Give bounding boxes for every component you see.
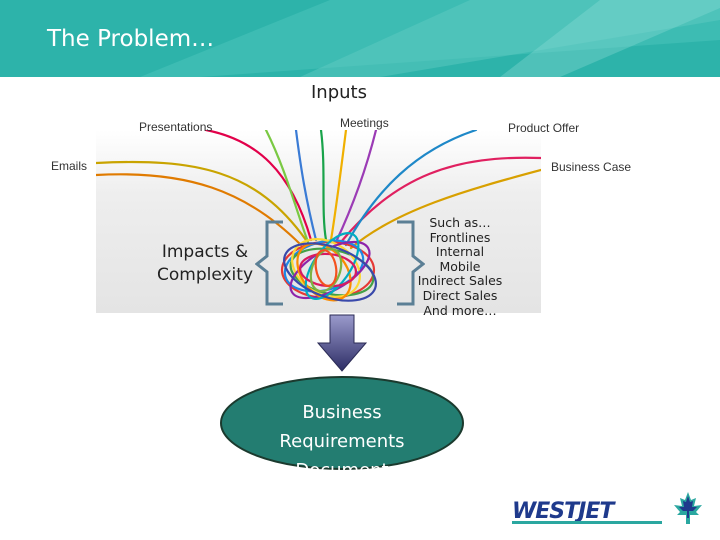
westjet-logo-graphic: WESTJET (512, 492, 702, 524)
examples-line: Direct Sales (422, 287, 498, 303)
down-arrow-icon (316, 314, 368, 372)
result-oval (220, 376, 464, 470)
slide-title: The Problem… (47, 26, 215, 52)
examples-list: Such as… Frontlines Internal Mobile Indi… (413, 215, 507, 318)
examples-line: Such as… (429, 215, 491, 230)
input-presentations: Presentations (139, 120, 213, 134)
input-emails: Emails (51, 159, 88, 173)
svg-text:WESTJET: WESTJET (512, 499, 616, 524)
header-band: The Problem… (0, 0, 720, 77)
maple-leaf-icon (674, 492, 702, 524)
input-business-case: Business Case (551, 160, 632, 174)
result-line: Business (302, 402, 382, 423)
result-line: Requirements (279, 431, 405, 452)
impacts-line: Complexity (156, 265, 253, 285)
impacts-label: Impacts & Complexity (150, 241, 260, 287)
examples-line: Indirect Sales (417, 273, 503, 289)
impacts-line: Impacts & (161, 242, 249, 262)
examples-line: Internal (435, 244, 485, 260)
examples-line: Frontlines (429, 229, 491, 245)
knot-brackets (255, 220, 425, 306)
input-product-offer: Product Offer (508, 121, 580, 135)
result-label: Business Requirements Document (222, 398, 462, 485)
examples-line: And more… (423, 302, 497, 318)
westjet-logo: WESTJET (510, 490, 710, 534)
inputs-heading: Inputs (311, 82, 367, 103)
tangle-illustration (96, 130, 541, 313)
input-meetings: Meetings (340, 116, 389, 130)
result-line: Document (295, 460, 389, 481)
examples-line: Mobile (439, 258, 481, 274)
header-background (0, 0, 720, 77)
